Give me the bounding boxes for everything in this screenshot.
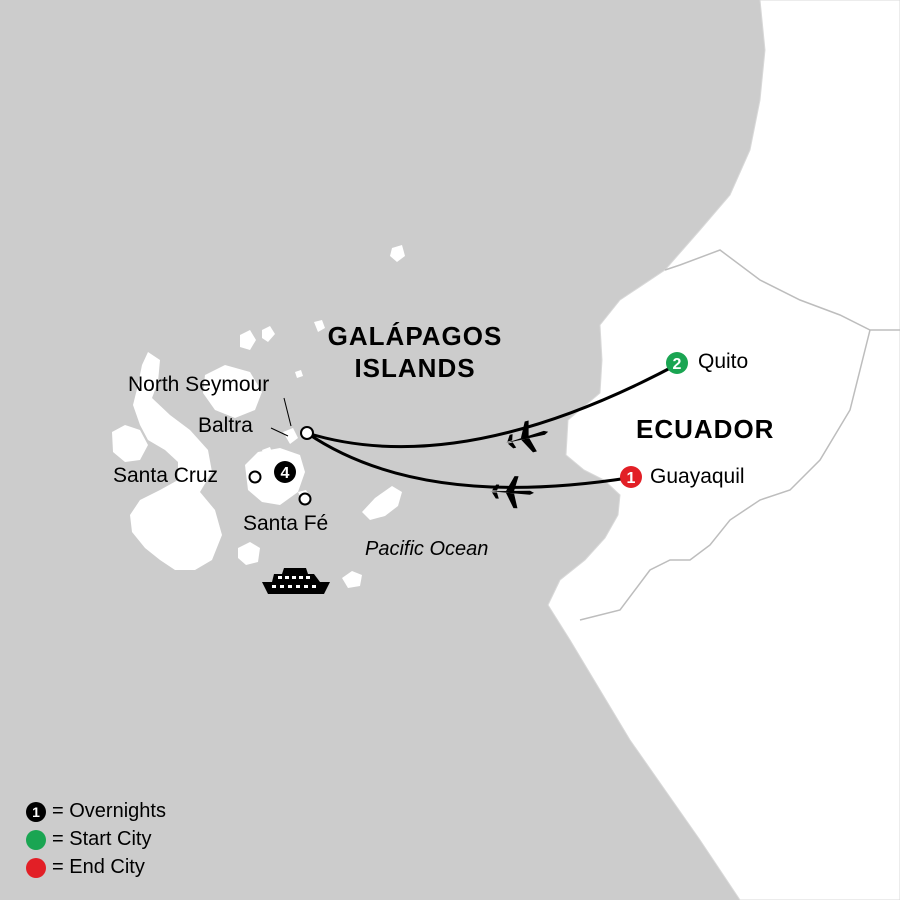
flight-route-quito-baltra (306, 363, 677, 449)
legend-end-city: = End City (26, 856, 145, 879)
legend-start-city: = Start City (26, 828, 151, 851)
baltra-label: Baltra (198, 414, 253, 437)
end-city-legend-icon (26, 857, 46, 878)
genovesa-island (314, 320, 325, 332)
baltra-marker (300, 426, 314, 440)
start-city-legend-icon (26, 829, 46, 850)
gulf-island (580, 588, 610, 612)
isabela-island (130, 352, 222, 570)
overnight-legend-icon: 1 (26, 801, 46, 822)
santa-cruz-overnight-marker: 4 (274, 461, 296, 483)
ecuador-label: ECUADOR (636, 414, 775, 444)
floreana-island (238, 542, 260, 565)
guayaquil-label: Guayaquil (650, 465, 745, 488)
galapagos-label-line1: GALÁPAGOS (327, 321, 503, 351)
quito-marker-number: 2 (673, 356, 682, 373)
airplane-icon (505, 420, 549, 453)
legend-end-city-label: = End City (52, 856, 145, 878)
baltra-leader (270, 427, 289, 437)
quito-start-marker: 2 (666, 352, 688, 374)
legend-overnights: 1 = Overnights (26, 800, 166, 823)
marchena-island (240, 330, 256, 350)
santa-cruz-marker (248, 470, 262, 484)
galapagos-islands-label: GALÁPAGOS ISLANDS (315, 320, 515, 384)
santa-cruz-marker-number: 4 (281, 465, 290, 482)
legend-overnights-label: = Overnights (52, 800, 166, 822)
legend-start-city-label: = Start City (52, 828, 152, 850)
baltra-island (283, 428, 298, 444)
santiago-island (203, 365, 262, 418)
small-islet (295, 370, 303, 378)
guayaquil-marker-number: 1 (627, 470, 636, 487)
cruise-ship-icon (262, 568, 330, 594)
guayaquil-end-marker: 1 (620, 466, 642, 488)
espanola-island (342, 571, 362, 588)
airplane-icon (490, 476, 534, 509)
country-border-south (579, 329, 871, 621)
santa-cruz-label: Santa Cruz (113, 464, 219, 487)
pinzon-island (262, 447, 273, 458)
pacific-ocean-label: Pacific Ocean (365, 538, 489, 560)
quito-label: Quito (698, 350, 749, 373)
country-border (664, 249, 900, 331)
north-seymour-leader (283, 397, 292, 427)
galapagos-label-line2: ISLANDS (354, 353, 476, 383)
fernandina-island (112, 425, 148, 462)
northern-islet (390, 245, 405, 262)
san-cristobal-island (362, 486, 402, 520)
santa-fe-label: Santa Fé (243, 512, 329, 535)
flight-route-baltra-guayaquil (306, 431, 629, 489)
north-seymour-label: North Seymour (128, 373, 270, 396)
mainland (547, 0, 900, 900)
santa-fe-marker (298, 492, 312, 506)
pinta-island (262, 326, 275, 342)
